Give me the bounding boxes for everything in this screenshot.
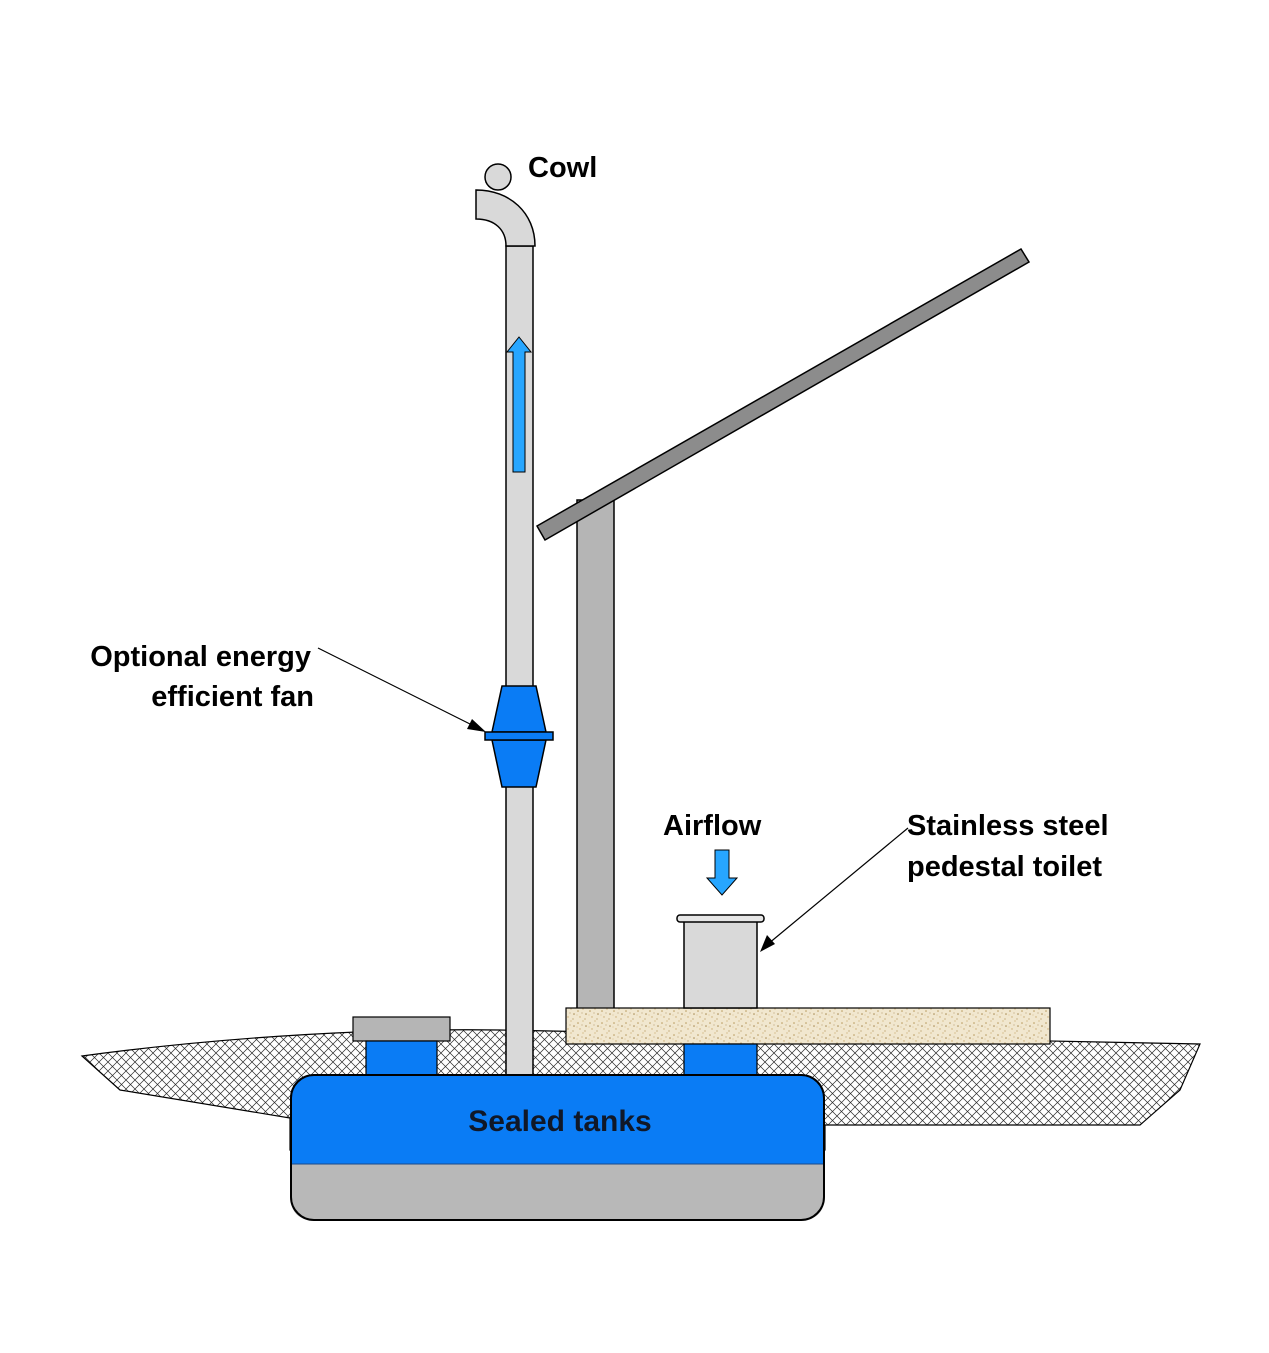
toilet-label-line1: Stainless steel [907,810,1109,842]
cowl-label: Cowl [528,152,597,184]
sealed-tank [290,1074,825,1221]
access-lid [352,1016,451,1042]
toilet-label-line2: pedestal toilet [907,851,1102,883]
tank-label: Sealed tanks [468,1105,651,1138]
roof-post [576,499,615,1013]
airflow-label: Airflow [663,810,762,842]
fan-leader-line [317,647,486,732]
arrow-up-icon [505,336,533,473]
pedestal-toilet [676,914,765,1009]
fan-label-line2: efficient fan [151,681,314,713]
fan [484,685,554,788]
roof [535,247,1031,542]
floor-slab [565,1007,1051,1045]
tank-riser-right [683,1043,758,1078]
arrow-down-icon [705,849,739,896]
toilet-leader-line [760,827,909,952]
fan-label-line1: Optional energy [90,641,311,673]
tank-riser-left [365,1040,438,1078]
cowl [475,163,536,247]
